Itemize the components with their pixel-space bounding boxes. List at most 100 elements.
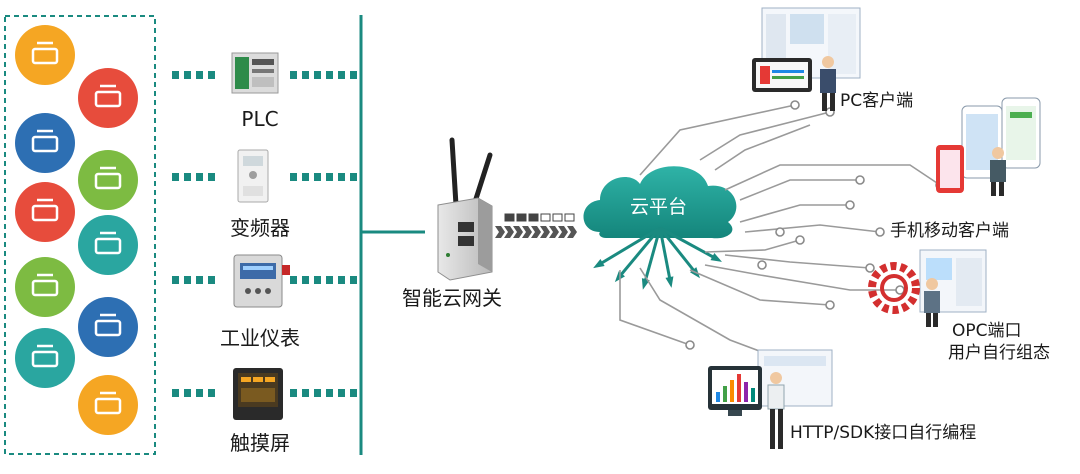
ray-arrow: [643, 227, 662, 283]
circuit-node: [790, 100, 800, 110]
chevron-icon: [513, 226, 523, 238]
mini-bar: [737, 374, 741, 402]
oil-rig-icon: [15, 182, 75, 242]
signal-block: [564, 213, 575, 222]
ray-arrowhead: [710, 253, 723, 262]
link-dot: [338, 173, 345, 181]
signal-block: [516, 213, 527, 222]
chevron-icon: [531, 226, 541, 238]
factory-icon: [78, 68, 138, 128]
link-dot: [314, 276, 321, 284]
chevron-icon: [558, 226, 568, 238]
link-dot: [338, 276, 345, 284]
circuit-trace: [639, 104, 796, 176]
mini-bar: [723, 386, 727, 402]
touch-screen-hmi-icon: [233, 368, 283, 420]
circuit-trace: [739, 179, 860, 201]
ray-arrow: [659, 226, 716, 260]
link-dot: [338, 71, 345, 79]
link-dot: [326, 276, 333, 284]
link-dot: [290, 276, 297, 284]
industrial-meter-icon: [233, 254, 290, 308]
ray-arrow: [658, 227, 697, 273]
ray-arrowhead: [641, 278, 650, 290]
device-dotted-links: [172, 71, 357, 397]
farm-greenhouse-icon: [78, 150, 138, 210]
link-dot: [302, 173, 309, 181]
link-dot: [338, 389, 345, 397]
circuit-trace: [744, 224, 881, 233]
circuit-node: [855, 175, 865, 185]
circuit-node: [775, 227, 785, 237]
frequency-inverter-icon: [237, 149, 269, 203]
mini-bar: [744, 382, 748, 402]
refinery-tanks-icon: [78, 375, 138, 435]
link-dot: [196, 276, 203, 284]
http-sdk-monitor-icon: [708, 349, 833, 449]
mini-bar: [751, 388, 755, 402]
circuit-trace: [724, 164, 941, 191]
circuit-lines: [619, 100, 945, 360]
circuit-trace: [704, 239, 801, 253]
industry-frame: [4, 15, 156, 455]
circuit-node: [875, 227, 885, 237]
link-dot: [290, 71, 297, 79]
cloud-label: 云平台: [630, 197, 688, 218]
device-label-hmi: 触摸屏: [230, 431, 290, 455]
circuit-node: [825, 300, 835, 310]
circuit-trace: [739, 204, 850, 223]
device-label-plc: PLC: [241, 107, 279, 131]
cloud-rays: [593, 226, 723, 290]
wind-turbine-icon: [15, 257, 75, 317]
agriculture-field-icon: [15, 328, 75, 388]
chevron-icon: [567, 226, 577, 238]
link-dot: [302, 276, 309, 284]
pc-client-icon: [752, 7, 861, 111]
circuit-trace: [704, 264, 900, 291]
mini-bar: [730, 380, 734, 402]
link-dot: [172, 276, 179, 284]
link-dot: [208, 71, 215, 79]
device-label-vfd: 变频器: [230, 216, 290, 240]
link-dot: [350, 173, 357, 181]
link-dot: [184, 173, 191, 181]
link-dot: [350, 389, 357, 397]
mini-bar: [716, 392, 720, 402]
gateway-label: 智能云网关: [402, 286, 502, 310]
circuit-trace: [724, 254, 871, 269]
circuit-trace: [714, 124, 811, 171]
gateway-cloud-link: [495, 213, 577, 238]
client-label-mobile: 手机移动客户端: [890, 221, 1009, 241]
link-dot: [326, 71, 333, 79]
oil-pipeline-icon: [15, 113, 75, 173]
link-dot: [314, 389, 321, 397]
opc-gear-icon: [868, 249, 987, 327]
client-label-pc: PC客户端: [840, 91, 914, 111]
conveyor-icon: [78, 215, 138, 275]
chevron-icon: [522, 226, 532, 238]
link-dot: [350, 276, 357, 284]
client-label-http: HTTP/SDK接口自行编程: [790, 423, 977, 443]
link-dot: [196, 173, 203, 181]
link-dot: [326, 173, 333, 181]
circuit-node: [865, 263, 875, 273]
ray-arrow: [658, 227, 672, 281]
robot-arm-icon: [15, 25, 75, 85]
link-dot: [172, 389, 179, 397]
link-dot: [172, 71, 179, 79]
ray-arrow: [618, 227, 662, 277]
circuit-node: [795, 235, 805, 245]
client-label-opc: OPC端口: [952, 321, 1022, 341]
link-dot: [208, 173, 215, 181]
signal-block: [528, 213, 539, 222]
link-dot: [314, 173, 321, 181]
snowflake-icon: [78, 297, 138, 357]
signal-block: [540, 213, 551, 222]
device-label-meter: 工业仪表: [220, 326, 300, 350]
link-dot: [196, 71, 203, 79]
link-dot: [184, 389, 191, 397]
link-dot: [290, 173, 297, 181]
circuit-trace: [639, 267, 771, 356]
link-dot: [172, 173, 179, 181]
